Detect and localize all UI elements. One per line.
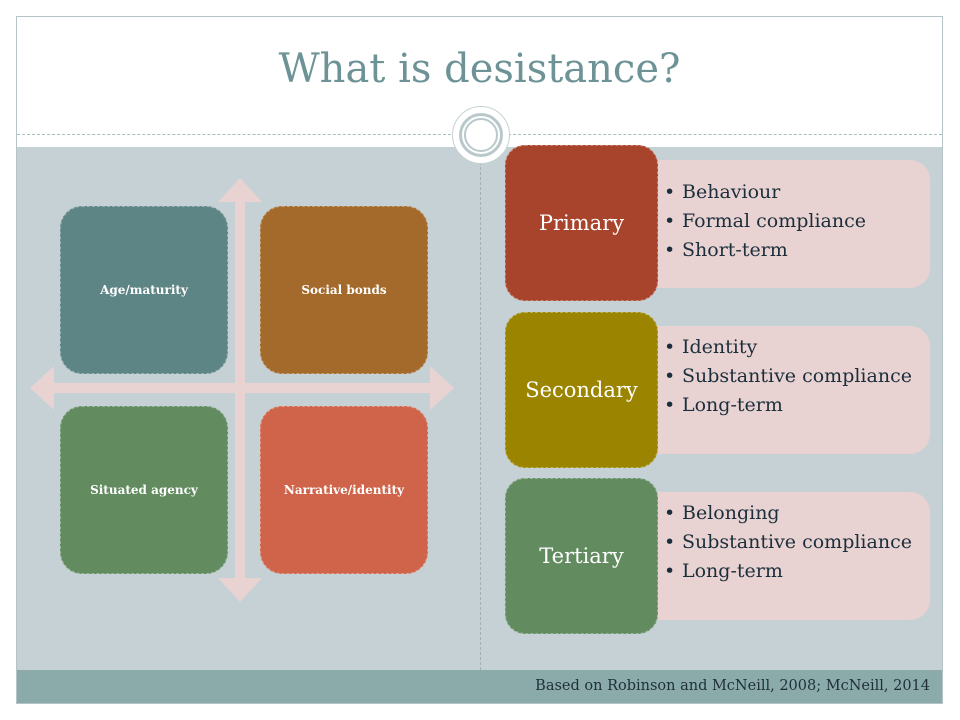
list-item: Substantive compliance	[664, 531, 924, 554]
list-item: Long-term	[664, 394, 924, 417]
quadrant-age-maturity: Age/maturity	[60, 206, 228, 374]
footer-bar	[17, 670, 942, 703]
quadrant-social-bonds: Social bonds	[260, 206, 428, 374]
stage-label-text: Secondary	[525, 378, 638, 402]
quadrant-label: Narrative/identity	[283, 483, 405, 497]
quadrant-situated-agency: Situated agency	[60, 406, 228, 574]
list-item: Identity	[664, 336, 924, 359]
circle-ornament-icon	[452, 106, 510, 164]
quadrant-label: Social bonds	[301, 283, 387, 297]
stage-list-primary: Behaviour Formal compliance Short-term	[664, 181, 924, 268]
quadrant-narrative-identity: Narrative/identity	[260, 406, 428, 574]
list-item: Substantive compliance	[664, 365, 924, 388]
stage-label-text: Primary	[538, 211, 625, 235]
stage-list-tertiary: Belonging Substantive compliance Long-te…	[664, 502, 924, 589]
list-item: Behaviour	[664, 181, 924, 204]
stage-label-primary: Primary	[505, 145, 658, 301]
list-item: Short-term	[664, 239, 924, 262]
footer-citation: Based on Robinson and McNeill, 2008; McN…	[535, 678, 930, 694]
list-item: Belonging	[664, 502, 924, 525]
list-item: Formal compliance	[664, 210, 924, 233]
quadrant-label: Age/maturity	[100, 283, 188, 297]
stage-list-secondary: Identity Substantive compliance Long-ter…	[664, 336, 924, 423]
stage-label-text: Tertiary	[539, 544, 624, 568]
stage-label-secondary: Secondary	[505, 312, 658, 468]
quadrant-label: Situated agency	[90, 483, 198, 497]
stage-label-tertiary: Tertiary	[505, 478, 658, 634]
list-item: Long-term	[664, 560, 924, 583]
cross-arrows-icon	[30, 178, 454, 602]
slide-title: What is desistance?	[278, 46, 681, 92]
column-divider	[480, 147, 481, 670]
